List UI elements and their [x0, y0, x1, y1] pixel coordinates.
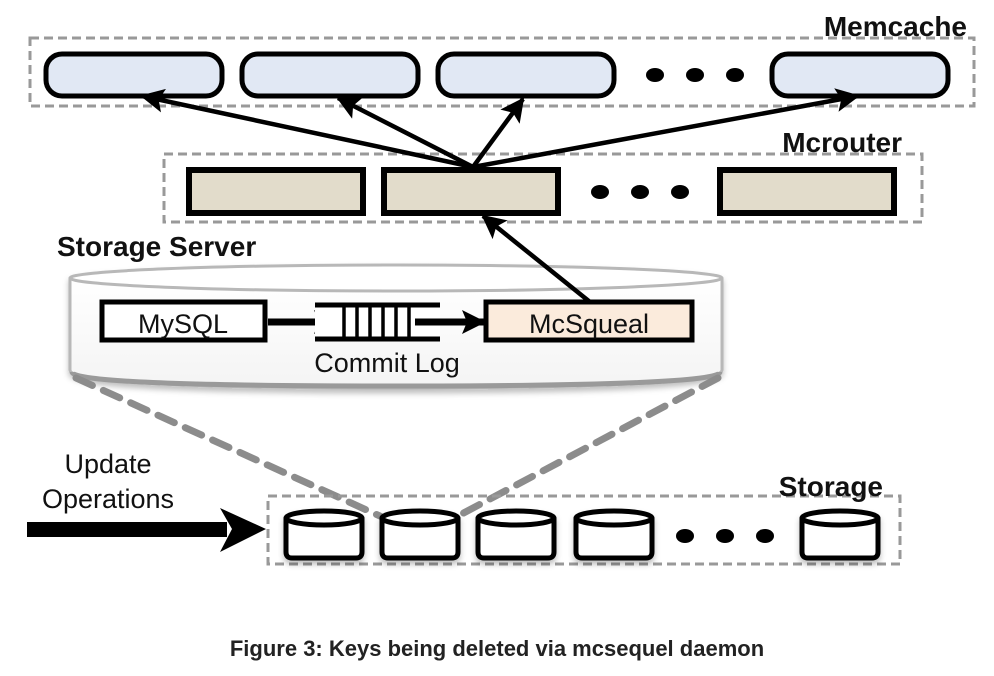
figure-caption: Figure 3: Keys being deleted via mcseque…	[230, 636, 764, 661]
update-operations-label-line2: Operations	[42, 484, 174, 514]
memcache-node-2[interactable]	[239, 51, 421, 99]
zoom-connector-lines	[72, 374, 722, 521]
storage-disks	[283, 508, 881, 561]
commit-log-slots	[342, 307, 411, 337]
storage-disk[interactable]	[379, 508, 461, 561]
storage-group: Storage	[266, 471, 902, 566]
arrow-mcsqueal-to-mcrouter	[481, 214, 592, 304]
arrow-to-memcache-1	[140, 88, 474, 170]
mcsqueal-node[interactable]: McSqueal	[483, 299, 695, 343]
storage-group-border	[266, 494, 902, 566]
arrow-to-memcache-2	[336, 95, 475, 170]
commit-log-label: Commit Log	[314, 348, 460, 378]
mcrouter-label: Mcrouter	[782, 127, 902, 158]
mcrouter-group: Mcrouter	[162, 127, 924, 224]
storage-server-base-rim	[69, 370, 723, 389]
arrow-to-memcache-3	[471, 97, 525, 169]
mcrouter-to-memcache-arrows	[140, 88, 860, 170]
update-operations-arrow	[27, 508, 266, 552]
mcrouter-node-1[interactable]	[186, 167, 366, 216]
mcrouter-ellipsis	[591, 185, 689, 199]
storage-ellipsis	[676, 529, 774, 543]
mysql-label: MySQL	[138, 309, 228, 339]
storage-disk[interactable]	[283, 508, 365, 561]
memcache-node-3[interactable]	[435, 51, 617, 99]
memcache-node-1[interactable]	[43, 51, 225, 99]
storage-disk[interactable]	[475, 508, 557, 561]
storage-disk[interactable]	[799, 508, 881, 561]
arrow-to-memcache-n	[472, 88, 860, 170]
memcache-label: Memcache	[824, 11, 967, 42]
storage-label: Storage	[779, 471, 883, 502]
storage-disk[interactable]	[573, 508, 655, 561]
mcrouter-node-2[interactable]	[381, 167, 561, 216]
storage-server-label: Storage Server	[57, 231, 256, 262]
memcache-ellipsis	[646, 68, 744, 82]
mcrouter-node-n[interactable]	[717, 167, 897, 216]
update-operations-label-line1: Update	[64, 449, 151, 479]
mysql-node[interactable]: MySQL	[99, 299, 268, 343]
memcache-node-n[interactable]	[769, 51, 951, 99]
mcsqueal-label: McSqueal	[529, 309, 649, 339]
memcache-group: Memcache	[28, 11, 976, 108]
